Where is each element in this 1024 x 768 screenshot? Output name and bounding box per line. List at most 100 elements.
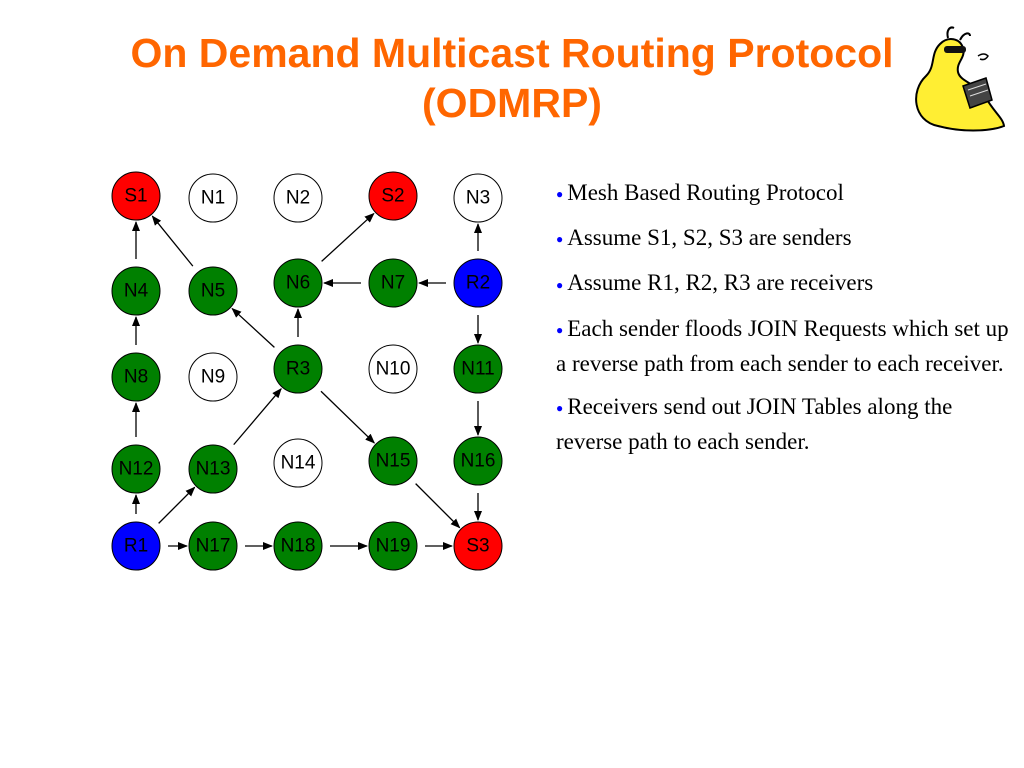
node-n14: N14 [273, 438, 323, 488]
node-circle [188, 444, 238, 494]
node-circle [111, 171, 161, 221]
node-label: N15 [376, 451, 411, 472]
bullet-item: ●Each sender floods JOIN Requests which … [556, 312, 1011, 380]
node-label: R1 [124, 536, 148, 557]
node-circle [368, 521, 418, 571]
slide-title-line-1: On Demand Multicast Routing Protocol [130, 30, 894, 76]
node-circle [188, 352, 238, 402]
node-label: N17 [196, 536, 231, 557]
node-circle [368, 171, 418, 221]
node-n12: N12 [111, 444, 161, 494]
node-circle [273, 438, 323, 488]
edge-r1-to-n13 [158, 486, 196, 524]
node-n16: N16 [453, 436, 503, 486]
node-n18: N18 [273, 521, 323, 571]
bullet-dot-icon: ● [556, 401, 564, 416]
edge-n6-to-s2 [321, 212, 375, 262]
bullet-text: Each sender floods JOIN Requests which s… [556, 315, 1009, 376]
bullet-item: ●Assume S1, S2, S3 are senders [556, 221, 1011, 256]
node-label: N4 [124, 281, 149, 302]
node-circle [111, 444, 161, 494]
bullet-list: ●Mesh Based Routing Protocol ●Assume S1,… [556, 176, 1011, 468]
node-circle [111, 266, 161, 316]
node-s2: S2 [368, 171, 418, 221]
node-circle [453, 521, 503, 571]
node-r2: R2 [453, 258, 503, 308]
node-label: N13 [196, 459, 231, 480]
node-label: N12 [119, 459, 154, 480]
node-label: N11 [461, 359, 494, 380]
slide-title-line-2: (ODMRP) [422, 80, 602, 126]
node-n13: N13 [188, 444, 238, 494]
node-s1: S1 [111, 171, 161, 221]
bullet-text: Assume S1, S2, S3 are senders [567, 225, 852, 251]
bullet-dot-icon: ● [556, 322, 564, 337]
bullet-dot-icon: ● [556, 232, 564, 247]
node-circle [368, 258, 418, 308]
bullet-text: Mesh Based Routing Protocol [567, 180, 844, 205]
node-circle [111, 521, 161, 571]
node-s3: S3 [453, 521, 503, 571]
node-n10: N10 [368, 344, 418, 394]
node-label: N16 [461, 451, 496, 472]
edges-layer [132, 212, 482, 550]
node-label: N14 [281, 453, 316, 474]
node-label: R3 [286, 359, 310, 380]
node-circle [453, 436, 503, 486]
node-circle [273, 258, 323, 308]
node-n9: N9 [188, 352, 238, 402]
node-circle [368, 344, 418, 394]
node-r1: R1 [111, 521, 161, 571]
bullet-text: Receivers send out JOIN Tables along the… [556, 393, 953, 455]
node-circle [453, 258, 503, 308]
node-circle [273, 344, 323, 394]
edge-n13-to-r3 [233, 388, 282, 446]
node-label: N10 [376, 359, 411, 380]
node-label: N18 [281, 536, 316, 557]
node-n17: N17 [188, 521, 238, 571]
bullet-item: ●Mesh Based Routing Protocol [556, 176, 1011, 211]
node-label: N8 [124, 367, 148, 388]
bullet-dot-icon: ● [556, 277, 564, 292]
node-label: S2 [381, 186, 404, 207]
node-label: N19 [376, 536, 411, 557]
node-label: N3 [466, 188, 490, 209]
node-circle [188, 521, 238, 571]
bullet-item: ●Receivers send out JOIN Tables along th… [556, 390, 1011, 458]
node-circle [453, 173, 503, 223]
node-n1: N1 [188, 173, 238, 223]
node-n7: N7 [368, 258, 418, 308]
edge-r3-to-n15 [320, 390, 376, 444]
node-n4: N4 [111, 266, 161, 316]
node-label: N7 [381, 273, 405, 294]
node-n19: N19 [368, 521, 418, 571]
node-circle [453, 344, 503, 394]
bullet-text: Assume R1, R2, R3 are receivers [567, 270, 874, 296]
node-label: N6 [286, 273, 310, 294]
node-n15: N15 [368, 436, 418, 486]
node-n11: N11 [453, 344, 503, 394]
node-label: N1 [201, 188, 225, 209]
node-n5: N5 [188, 266, 238, 316]
edge-r3-to-n5 [231, 307, 275, 348]
node-n2: N2 [273, 173, 323, 223]
node-label: S3 [466, 536, 489, 557]
bullet-dot-icon: ● [556, 187, 564, 202]
node-circle [188, 266, 238, 316]
node-n6: N6 [273, 258, 323, 308]
node-label: N5 [201, 281, 225, 302]
node-r3: R3 [273, 344, 323, 394]
bullet-item: ●Assume R1, R2, R3 are receivers [556, 266, 1011, 301]
slide-title: On Demand Multicast Routing Protocol (OD… [0, 28, 1024, 128]
slug-logo-icon [915, 26, 1006, 132]
node-label: R2 [466, 273, 490, 294]
node-circle [273, 173, 323, 223]
node-n3: N3 [453, 173, 503, 223]
node-circle [368, 436, 418, 486]
edge-n15-to-s3 [415, 483, 461, 529]
node-label: N9 [201, 367, 225, 388]
node-n8: N8 [111, 352, 161, 402]
node-circle [273, 521, 323, 571]
